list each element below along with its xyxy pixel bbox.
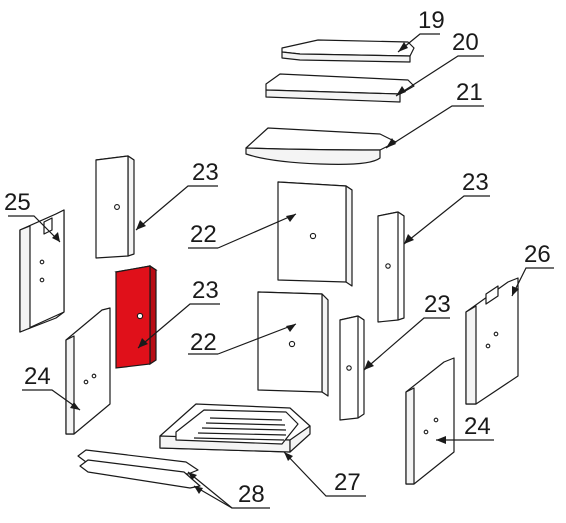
part-24-left-wall-brick[interactable] bbox=[65, 307, 111, 435]
part-number-labels: 19 20 21 22 22 23 23 23 23 24 24 25 26 2… bbox=[4, 7, 551, 508]
part-26-right-side-brick[interactable] bbox=[465, 277, 519, 405]
part-24-right-wall-brick[interactable] bbox=[405, 357, 455, 485]
label-27: 27 bbox=[334, 469, 361, 496]
label-24-left: 24 bbox=[24, 363, 51, 390]
label-19: 19 bbox=[418, 7, 445, 34]
label-25: 25 bbox=[4, 189, 31, 216]
label-21: 21 bbox=[456, 79, 483, 106]
label-23-left-upper: 23 bbox=[192, 159, 219, 186]
part-23-side-brick-right-upper[interactable] bbox=[377, 211, 405, 323]
label-26: 26 bbox=[524, 241, 551, 268]
part-22-back-panel-lower[interactable] bbox=[257, 291, 329, 397]
part-23-side-brick-highlighted[interactable] bbox=[114, 264, 158, 369]
label-23-highlighted: 23 bbox=[192, 277, 219, 304]
part-20-baffle-plate[interactable] bbox=[265, 73, 415, 103]
label-23-right-lower: 23 bbox=[424, 291, 451, 318]
part-27-ash-grate-tray[interactable] bbox=[159, 403, 311, 453]
part-19-top-plate[interactable] bbox=[281, 39, 415, 63]
part-23-side-brick-right-lower[interactable] bbox=[339, 315, 365, 421]
part-21-curved-deflector[interactable] bbox=[245, 127, 397, 165]
label-28: 28 bbox=[238, 481, 265, 508]
part-25-left-side-brick[interactable] bbox=[19, 209, 65, 333]
label-23-right-upper: 23 bbox=[462, 169, 489, 196]
label-22-upper: 22 bbox=[190, 221, 217, 248]
label-22-lower: 22 bbox=[190, 329, 217, 356]
part-22-back-panel-upper[interactable] bbox=[277, 181, 353, 287]
part-28-grate-rails[interactable] bbox=[77, 449, 201, 489]
leader-lines bbox=[8, 33, 554, 509]
label-20: 20 bbox=[452, 29, 479, 56]
part-23-side-brick-left-upper[interactable] bbox=[95, 155, 135, 259]
label-24-right: 24 bbox=[464, 413, 491, 440]
